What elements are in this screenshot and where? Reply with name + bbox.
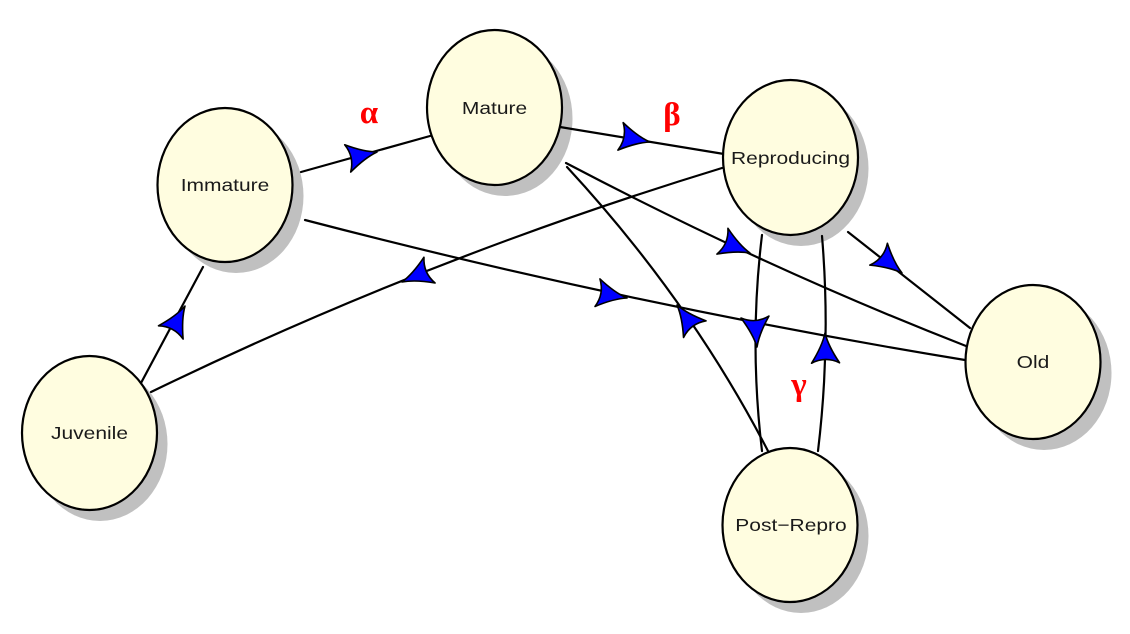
edge-reproducing-to-juvenile <box>149 166 724 394</box>
node-reproducing-circle <box>721 78 860 237</box>
node-old: Old <box>964 283 1102 441</box>
rate-label-gamma: γ <box>790 367 806 403</box>
node-juvenile: Juvenile <box>20 354 159 512</box>
node-reproducing: Reproducing <box>721 78 860 237</box>
arrowhead-reproducing-to-juvenile <box>401 256 436 284</box>
edge-immature-to-old <box>303 218 967 362</box>
arrowheads <box>157 121 903 365</box>
rate-label-alpha: α <box>360 95 379 131</box>
arrowhead-reproducing-to-old <box>869 242 903 274</box>
edge-post-repro-to-mature <box>565 165 770 453</box>
node-mature: Mature <box>425 28 564 187</box>
node-immature-circle <box>156 106 294 264</box>
arrowhead-juvenile-to-immature <box>157 305 186 340</box>
edge-reproducing-to-old <box>846 230 972 330</box>
node-juvenile-label: Juvenile <box>51 424 128 443</box>
node-post-repro-label: Post−Repro <box>735 516 846 535</box>
arrowhead-post-repro-to-reproducing <box>810 332 841 365</box>
node-immature-label: Immature <box>181 176 270 195</box>
arrowhead-reproducing-to-post-repro <box>740 315 770 348</box>
arrowhead-post-repro-to-mature <box>676 304 707 339</box>
node-old-circle <box>964 283 1102 441</box>
node-post-repro: Post−Repro <box>721 446 859 604</box>
node-mature-label: Mature <box>462 99 527 118</box>
arrowhead-immature-to-old <box>594 278 628 308</box>
edge-mature-to-old <box>564 161 968 348</box>
arrowhead-mature-to-reproducing <box>617 121 651 151</box>
rate-labels: α β γ <box>360 95 807 403</box>
node-post-repro-circle <box>721 446 859 604</box>
arrowhead-mature-to-old <box>716 227 751 255</box>
node-juvenile-circle <box>20 354 159 512</box>
node-reproducing-label: Reproducing <box>731 149 850 168</box>
node-old-label: Old <box>1017 353 1050 372</box>
node-immature: Immature <box>156 106 294 264</box>
node-mature-circle <box>425 28 564 187</box>
rate-label-beta: β <box>663 97 680 133</box>
arrowhead-immature-to-mature <box>343 143 378 173</box>
